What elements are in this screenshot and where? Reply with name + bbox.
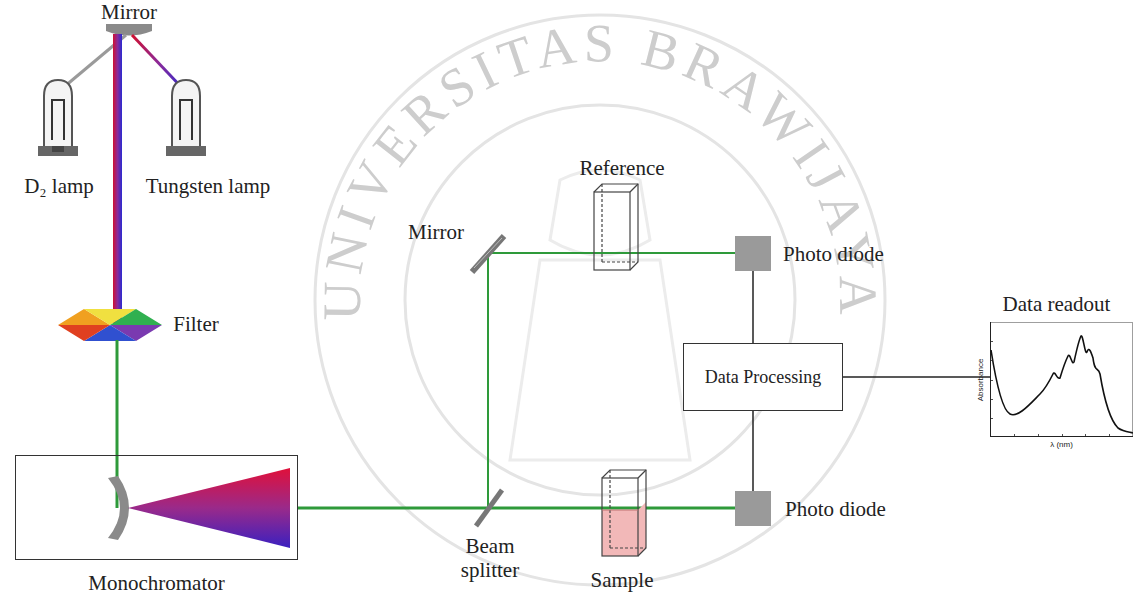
mirror-label: Mirror xyxy=(97,0,161,24)
axis-label: Absorbance xyxy=(976,358,985,401)
connector-line xyxy=(752,271,754,343)
mirror-label: Mirror xyxy=(404,220,468,244)
node-label: Data Processing xyxy=(705,367,821,388)
watermark-text: UNIVERSITAS BRAWIJAYA xyxy=(312,13,889,321)
data-readout-plot: Data readoutAbsorbanceλ (nm) xyxy=(990,322,1133,437)
node-label: Photo diode xyxy=(785,496,886,520)
cuvette-label: Sample xyxy=(574,568,670,592)
monochromator-box: Monochromator xyxy=(15,455,298,560)
spectrum-plot xyxy=(990,322,1133,437)
photo-diode: Photo diode xyxy=(735,491,771,526)
connector-line xyxy=(843,376,990,378)
connector-line xyxy=(752,411,754,491)
filter-label: Filter xyxy=(164,312,228,336)
lamp-label: Tungsten lamp xyxy=(138,174,278,198)
node-label: Monochromator xyxy=(0,571,317,595)
axis-label: λ (nm) xyxy=(990,440,1133,449)
process-box: Data Processing xyxy=(683,343,843,411)
node-label: Photo diode xyxy=(783,241,884,265)
photo-diode: Photo diode xyxy=(735,236,771,271)
lamp-label: D₂ lamp xyxy=(14,174,104,198)
readout-title: Data readout xyxy=(975,292,1138,316)
beam-splitter-label: Beam splitter xyxy=(446,534,534,582)
cuvette-label: Reference xyxy=(572,156,672,180)
